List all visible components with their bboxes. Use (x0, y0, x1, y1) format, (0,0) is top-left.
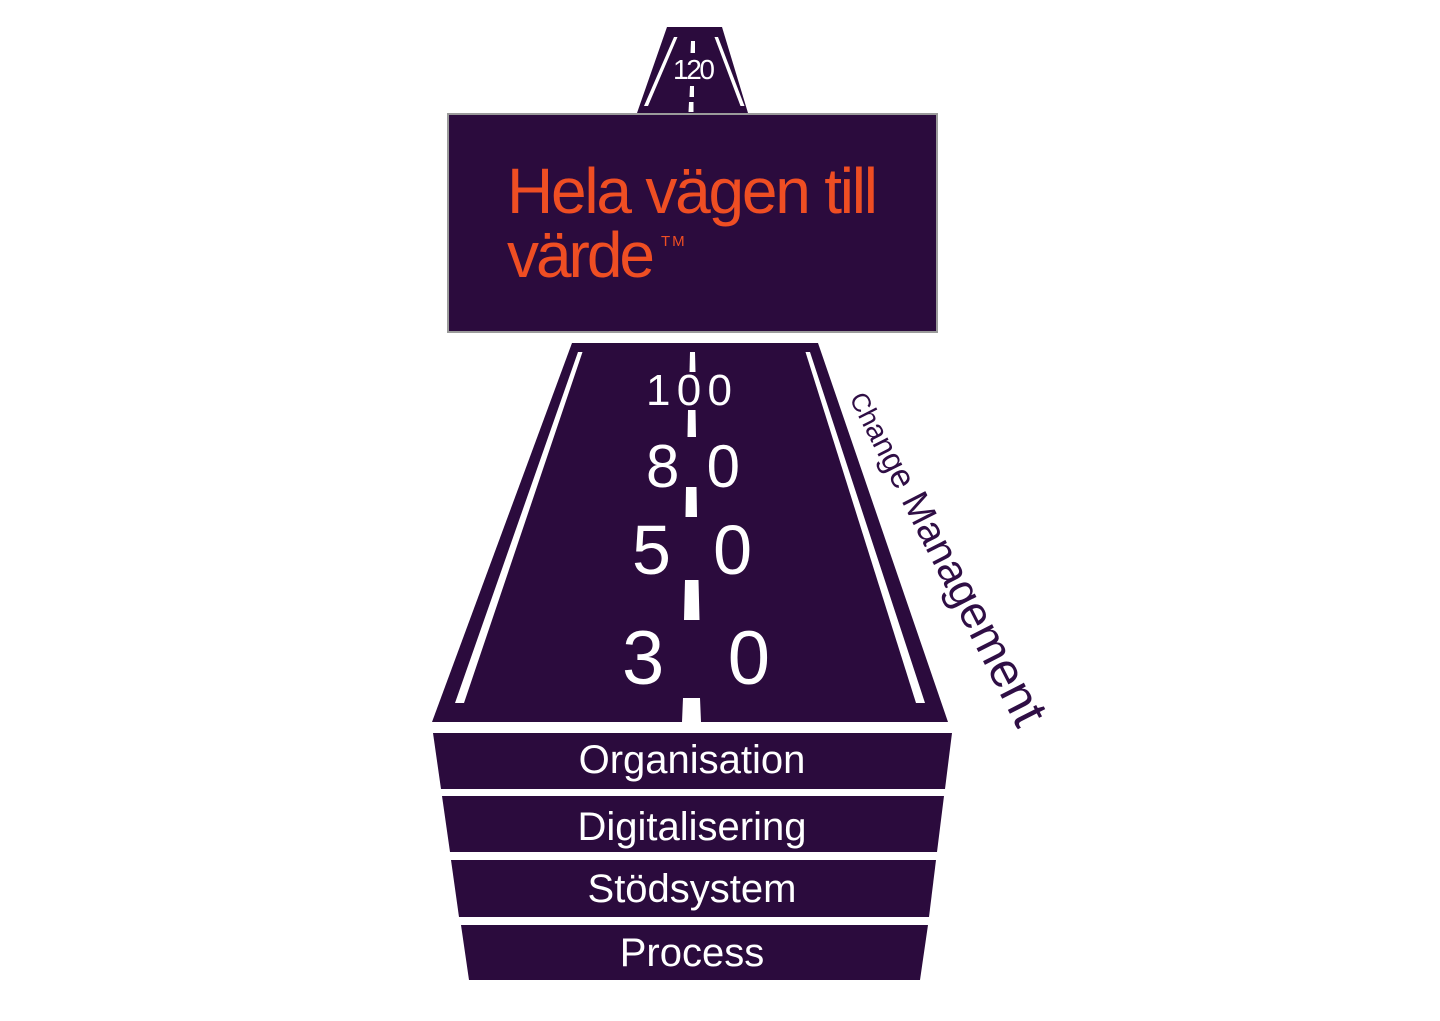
center-dash (685, 487, 697, 517)
step-label: Stödsystem (588, 867, 797, 911)
step-label: Organisation (579, 738, 806, 782)
main-road-right-line (805, 352, 925, 703)
step-band (433, 733, 952, 789)
speed-marker-100: 100 (646, 366, 732, 415)
billboard: Hela vägen till värde TM (447, 113, 938, 333)
far-road-right-line (714, 37, 745, 106)
trademark-superscript: TM (661, 233, 687, 250)
billboard-headline-line2: värde (507, 219, 655, 291)
speed-limit-120: 120 (673, 54, 715, 85)
step-band (442, 796, 944, 852)
main-road: 100 80 50 30 (432, 343, 948, 722)
step-digitalisering: Digitalisering (442, 796, 944, 852)
far-road-center-dash (689, 86, 694, 97)
center-dash (687, 410, 696, 437)
step-label: Digitalisering (578, 805, 807, 849)
step-stodsystem: Stödsystem (451, 860, 936, 917)
center-dash (682, 698, 701, 722)
far-road-left-line (644, 37, 678, 106)
main-road-surface (432, 343, 948, 722)
center-dash (689, 352, 696, 372)
main-road-left-line (455, 352, 583, 703)
step-organisation: Organisation (433, 733, 952, 789)
billboard-headline-line1: Hela vägen till (507, 155, 878, 227)
step-band (461, 925, 928, 980)
step-band (451, 860, 936, 917)
center-dash (684, 580, 700, 620)
foundation-steps: Organisation Digitalisering Stödsystem P… (433, 733, 952, 980)
far-road-center-dash (690, 41, 695, 53)
step-label: Process (620, 931, 765, 975)
billboard-panel (447, 113, 938, 333)
far-road-segment: 120 (637, 27, 748, 113)
step-process: Process (461, 925, 928, 980)
far-road-center-dash (688, 102, 694, 112)
